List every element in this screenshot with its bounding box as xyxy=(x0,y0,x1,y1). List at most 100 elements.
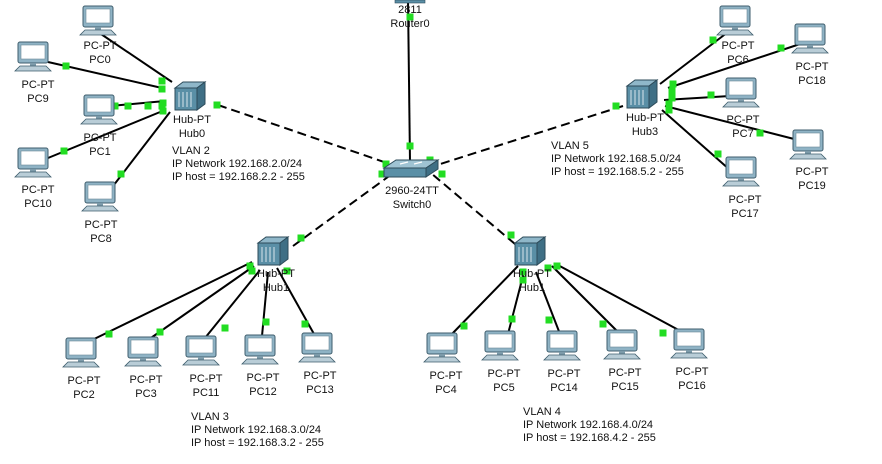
port-status-indicator xyxy=(246,262,254,270)
ethernet-link xyxy=(407,0,411,163)
port-status-indicator xyxy=(406,13,414,21)
port-status-indicator xyxy=(111,102,119,110)
pc-icon xyxy=(670,328,708,359)
ethernet-link xyxy=(87,261,253,343)
pc-pc12[interactable]: PC-PT PC12 xyxy=(241,334,280,398)
pc-icon xyxy=(241,334,279,365)
port-status-indicator xyxy=(659,329,667,337)
pc-layer: PC-PTPC0PC-PTPC9PC-PTPC1PC-PTPC10PC-PTPC… xyxy=(14,5,829,401)
port-status-indicator xyxy=(156,328,164,336)
pc-name-label: PC11 xyxy=(193,387,220,399)
pc-model-label: PC-PT xyxy=(727,114,760,126)
pc-model-label: PC-PT xyxy=(190,373,223,385)
hub-0[interactable]: Hub-PT Hub0 xyxy=(173,81,211,140)
hub-3[interactable]: Hub-PT Hub3 xyxy=(626,79,664,138)
pc-model-label: PC-PT xyxy=(304,370,337,382)
hub-1[interactable]: Hub-PT Hub1 xyxy=(257,236,295,294)
vlan-network: IP Network 192.168.5.0/24 xyxy=(551,153,682,165)
pc-model-label: PC-PT xyxy=(22,79,55,91)
hub-icon xyxy=(626,79,658,109)
pc-icon xyxy=(722,156,760,187)
router-name-label: Router0 xyxy=(390,18,429,30)
pc-model-label: PC-PT xyxy=(84,40,117,52)
pc-icon xyxy=(14,147,52,178)
port-status-indicator xyxy=(599,320,607,328)
port-status-indicator xyxy=(545,316,553,324)
port-status-indicator xyxy=(158,77,166,85)
pc-icon xyxy=(423,332,461,363)
pc-name-label: PC6 xyxy=(727,54,748,66)
pc-icon xyxy=(124,336,162,367)
pc-name-label: PC15 xyxy=(611,381,639,393)
hub-model-label: Hub-PT xyxy=(257,268,295,280)
hub-2[interactable]: Hub-PT Hub1 xyxy=(513,236,551,294)
pc-name-label: PC12 xyxy=(249,386,277,398)
vlan-network: IP Network 192.168.2.0/24 xyxy=(172,158,303,170)
hub-icon xyxy=(174,81,206,111)
port-status-indicator xyxy=(544,264,552,272)
pc-icon xyxy=(543,330,581,361)
pc-pc0[interactable]: PC-PT PC0 xyxy=(79,5,117,66)
pc-pc11[interactable]: PC-PT PC11 xyxy=(182,335,223,399)
pc-model-label: PC-PT xyxy=(85,219,118,231)
pc-icon xyxy=(182,335,220,366)
pc-model-label: PC-PT xyxy=(796,166,829,178)
pc-icon xyxy=(481,330,519,361)
ethernet-link xyxy=(551,265,621,335)
ethernet-link xyxy=(661,109,731,171)
pc-icon xyxy=(789,129,827,160)
port-status-indicator xyxy=(248,267,256,275)
vlan-network: IP Network 192.168.4.0/24 xyxy=(523,419,654,431)
pc-pc8[interactable]: PC-PT PC8 xyxy=(81,181,119,245)
router-0[interactable]: 2811 Router0 xyxy=(390,0,430,30)
router-icon xyxy=(394,0,426,4)
pc-name-label: PC8 xyxy=(90,233,111,245)
ethernet-link xyxy=(147,265,255,341)
pc-icon xyxy=(62,337,100,368)
port-status-indicator xyxy=(519,276,527,284)
router-model-label: 2811 xyxy=(398,4,422,16)
port-status-indicator xyxy=(144,102,152,110)
port-status-indicator xyxy=(378,170,386,178)
vlan-network: IP Network 192.168.3.0/24 xyxy=(191,424,322,436)
port-status-indicator xyxy=(105,330,113,338)
pc-model-label: PC-PT xyxy=(729,194,762,206)
ethernet-link xyxy=(109,100,166,107)
vlan-title: VLAN 5 xyxy=(551,140,589,152)
switch-model-label: 2960-24TT xyxy=(385,185,439,197)
pc-model-label: PC-PT xyxy=(247,372,280,384)
pc-name-label: PC0 xyxy=(89,54,110,66)
port-status-indicator xyxy=(297,234,305,242)
pc-icon xyxy=(603,329,641,360)
port-status-indicator xyxy=(519,268,527,276)
port-status-indicator xyxy=(117,170,125,178)
vlan-note-3: VLAN 3 IP Network 192.168.3.0/24 IP host… xyxy=(191,411,324,450)
pc-icon xyxy=(79,5,117,36)
trunk-link xyxy=(217,104,391,165)
port-status-indicator xyxy=(612,102,620,110)
port-status-indicator xyxy=(158,85,166,93)
switch-icon xyxy=(383,159,439,178)
pc-icon xyxy=(298,332,336,363)
hub-name-label: Hub1 xyxy=(263,282,289,294)
port-status-indicator xyxy=(159,99,167,107)
switch-name-label: Switch0 xyxy=(393,199,432,211)
switch-0[interactable]: 2960-24TT Switch0 xyxy=(383,159,439,211)
